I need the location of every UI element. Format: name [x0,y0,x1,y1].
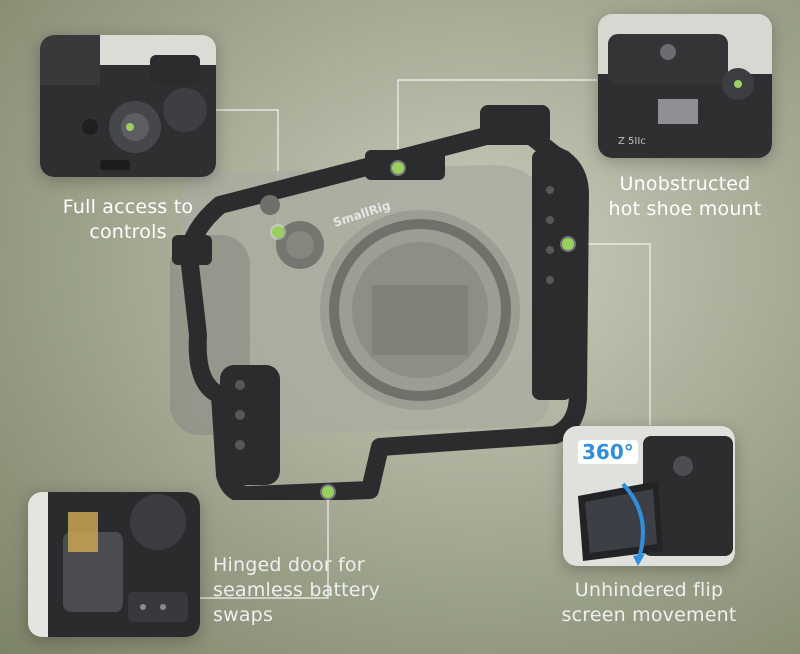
camera-cage-illustration [170,105,589,500]
callout-dot-hotshoe [392,162,404,174]
caption-flip: Unhindered flip screen movement [561,579,737,626]
callout-dot-controls [272,226,284,238]
inset-battery-photo [28,492,200,637]
caption-hotshoe: Unobstructed hot shoe mount [608,173,762,220]
caption-battery: Hinged door for seamless battery swaps [213,554,381,626]
camera-badge-text: Z 5IIc [618,136,646,147]
callout-dot-battery [322,486,334,498]
callout-dot-flip [562,238,574,250]
rotation-360-badge: 360° [578,440,638,464]
inset-controls-photo [40,35,216,177]
caption-controls: Full access to controls [62,196,194,243]
inset-hotshoe-photo: Z 5IIc [598,14,772,158]
